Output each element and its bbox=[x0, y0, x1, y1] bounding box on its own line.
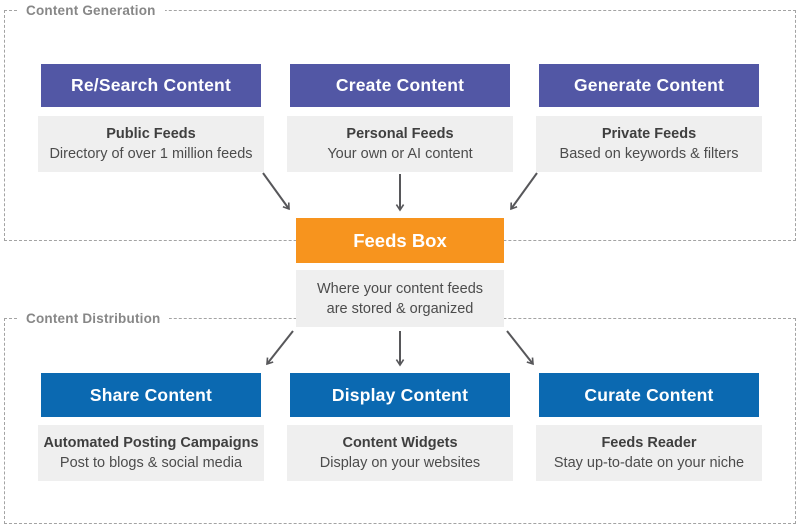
create-content-header: Create Content bbox=[290, 64, 510, 107]
generate-content-header-label: Generate Content bbox=[573, 75, 725, 95]
public-feeds-info-box: Public Feeds Directory of over 1 million… bbox=[38, 116, 264, 172]
display-content-header: Display Content bbox=[290, 373, 510, 417]
share-content-header-label: Share Content bbox=[89, 384, 213, 405]
content-distribution-section-label: Content Distribution bbox=[17, 310, 170, 327]
content-widgets-subtitle: Display on your websites bbox=[319, 455, 481, 471]
feeds-reader-title: Feeds Reader bbox=[601, 435, 697, 451]
generate-content-header: Generate Content bbox=[539, 64, 759, 107]
feeds-box-info-box: Where your content feeds are stored & or… bbox=[296, 270, 504, 327]
automated-posting-info-box: Automated Posting Campaigns Post to blog… bbox=[38, 425, 264, 481]
automated-posting-title: Automated Posting Campaigns bbox=[43, 435, 259, 451]
research-content-header: Re/Search Content bbox=[41, 64, 261, 107]
create-content-header-label: Create Content bbox=[335, 75, 465, 95]
feeds-reader-info-box: Feeds Reader Stay up-to-date on your nic… bbox=[536, 425, 762, 481]
personal-feeds-info-box: Personal Feeds Your own or AI content bbox=[287, 116, 513, 172]
public-feeds-subtitle: Directory of over 1 million feeds bbox=[49, 146, 253, 162]
personal-feeds-title: Personal Feeds bbox=[346, 126, 454, 142]
feeds-box-subtitle-line1: Where your content feeds bbox=[316, 280, 484, 297]
public-feeds-title: Public Feeds bbox=[106, 126, 196, 142]
automated-posting-subtitle: Post to blogs & social media bbox=[59, 455, 243, 471]
private-feeds-title: Private Feeds bbox=[601, 126, 697, 142]
feeds-reader-subtitle: Stay up-to-date on your niche bbox=[553, 455, 745, 471]
feeds-box-header: Feeds Box bbox=[296, 218, 504, 263]
share-content-header: Share Content bbox=[41, 373, 261, 417]
personal-feeds-subtitle: Your own or AI content bbox=[327, 146, 473, 162]
curate-content-header-label: Curate Content bbox=[584, 384, 714, 405]
content-widgets-title: Content Widgets bbox=[342, 435, 458, 451]
private-feeds-info-box: Private Feeds Based on keywords & filter… bbox=[536, 116, 762, 172]
private-feeds-subtitle: Based on keywords & filters bbox=[559, 146, 739, 162]
content-widgets-info-box: Content Widgets Display on your websites bbox=[287, 425, 513, 481]
curate-content-header: Curate Content bbox=[539, 373, 759, 417]
feeds-box-header-label: Feeds Box bbox=[353, 229, 447, 251]
research-content-header-label: Re/Search Content bbox=[71, 75, 231, 95]
feeds-box-subtitle-line2: are stored & organized bbox=[326, 300, 474, 317]
display-content-header-label: Display Content bbox=[331, 384, 469, 405]
content-distribution-section-frame bbox=[4, 318, 796, 524]
content-generation-section-label: Content Generation bbox=[17, 2, 165, 19]
